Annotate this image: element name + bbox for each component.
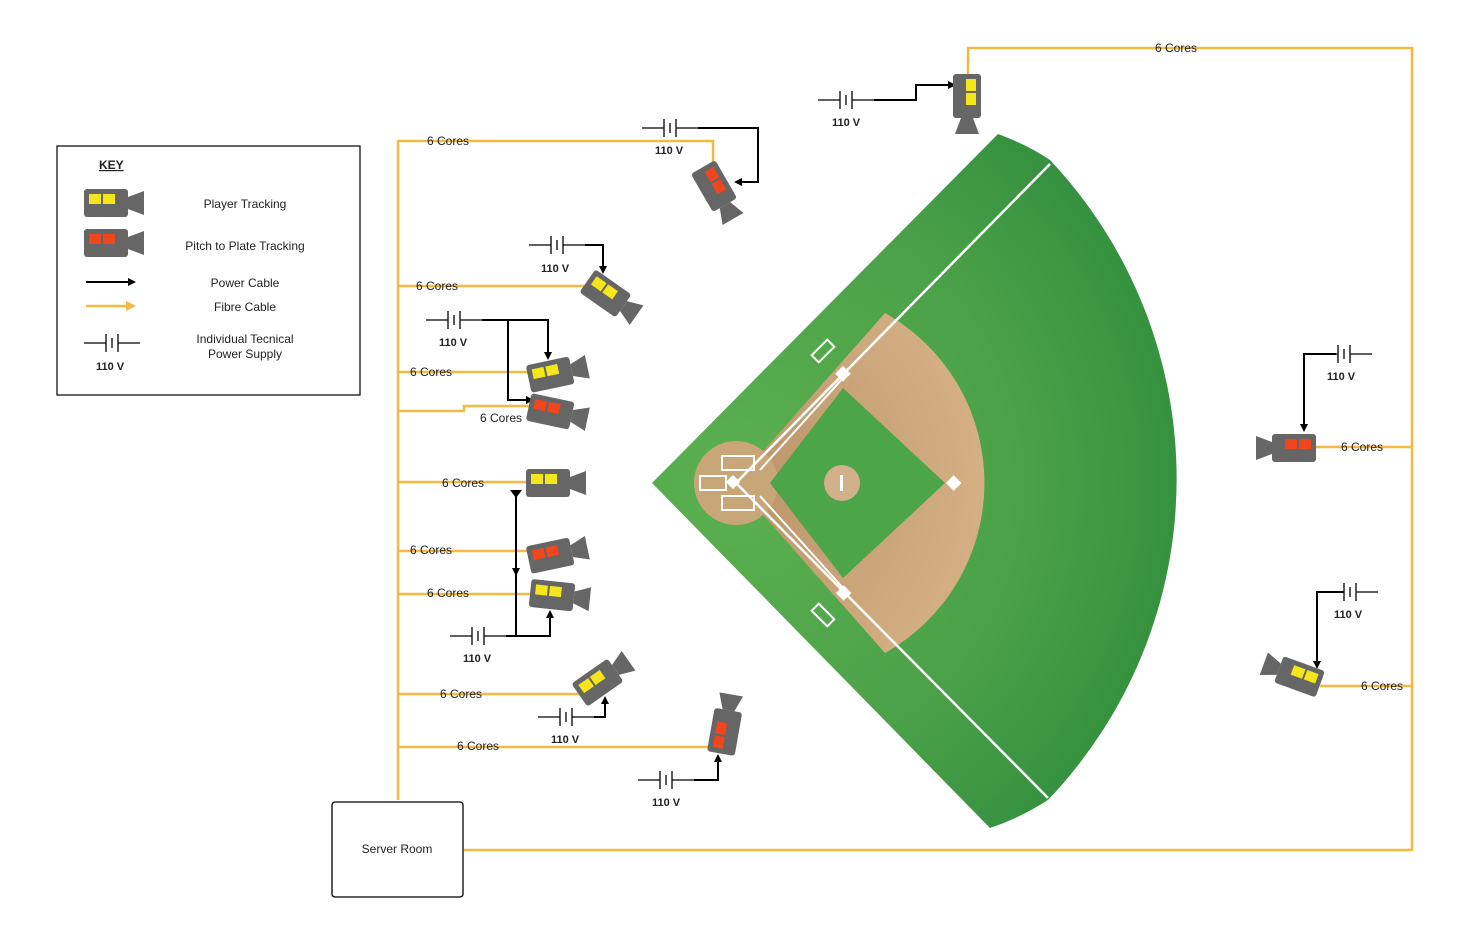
catcher-box — [699, 475, 727, 491]
player-tracking-camera-icon — [579, 269, 645, 327]
power-supply-icon — [528, 235, 586, 255]
fibre-label: 6 Cores — [442, 476, 484, 490]
pitch-tracking-camera-icon — [707, 692, 745, 756]
pitch-tracking-camera-icon — [525, 534, 591, 574]
fibre-label: 6 Cores — [480, 411, 522, 425]
power-supply-icon — [449, 626, 507, 646]
fibre-label: 6 Cores — [1361, 679, 1403, 693]
player-tracking-camera-icon — [571, 649, 637, 707]
player-tracking-camera-icon — [528, 578, 592, 614]
power-supply-icon — [641, 118, 699, 138]
fibre-cables — [396, 46, 1414, 852]
player-tracking-camera-icon — [953, 74, 981, 134]
legend-label: Power Cable — [211, 276, 280, 290]
fibre-label: 6 Cores — [416, 279, 458, 293]
legend: KEY Player Tracking Pitch to Plate Track… — [56, 145, 361, 396]
server-room: Server Room — [331, 801, 464, 898]
voltage-label: 110 V — [439, 337, 468, 349]
baseline — [759, 495, 844, 589]
legend-title: KEY — [99, 158, 124, 172]
player-tracking-camera-icon — [1259, 650, 1325, 698]
legend-label: Power Supply — [208, 347, 282, 361]
fibre-label: 6 Cores — [1341, 440, 1383, 454]
power-supply-icon — [537, 707, 595, 727]
fibre-label: 6 Cores — [427, 586, 469, 600]
pitch-tracking-camera-icon — [690, 160, 746, 226]
power-junction-arrow — [510, 490, 522, 498]
voltage-label: 110 V — [652, 797, 681, 809]
fibre-label: 6 Cores — [410, 365, 452, 379]
power-supply-icon — [1321, 582, 1379, 602]
fibre-labels: 6 Cores 6 Cores 6 Cores 6 Cores 6 Cores … — [410, 41, 1403, 753]
legend-label: Pitch to Plate Tracking — [185, 239, 304, 253]
baseline — [759, 377, 844, 471]
base-third — [835, 585, 852, 601]
voltage-label: 110 V — [832, 117, 861, 129]
foul-line-first — [735, 163, 1051, 484]
power-supply-icon — [1315, 344, 1373, 364]
fibre-label: 6 Cores — [440, 687, 482, 701]
cameras — [525, 74, 1325, 756]
batter-box — [721, 495, 755, 511]
fibre-label: 6 Cores — [457, 739, 499, 753]
foul-line-third — [735, 482, 1049, 799]
legend-voltage: 110 V — [96, 361, 125, 373]
voltage-label: 110 V — [551, 734, 580, 746]
server-room-label: Server Room — [362, 842, 433, 856]
pitch-tracking-camera-icon — [84, 229, 144, 257]
baseball-field — [652, 134, 1177, 828]
pitcher-rubber — [840, 475, 843, 491]
legend-label: Fibre Cable — [214, 300, 276, 314]
legend-label: Individual Tecnical — [196, 332, 293, 346]
fibre-label: 6 Cores — [427, 134, 469, 148]
power-supply-icon — [817, 90, 875, 110]
voltage-label: 110 V — [541, 263, 570, 275]
base-first — [835, 365, 851, 382]
home-plate — [725, 474, 741, 490]
voltage-label: 110 V — [463, 653, 492, 665]
pitch-tracking-camera-icon — [525, 393, 591, 433]
coach-box — [810, 602, 836, 628]
power-supplies: 110 V 110 V 110 V 110 V 110 V 110 V 110 … — [425, 90, 1379, 809]
pitch-tracking-camera-icon — [1256, 434, 1316, 462]
batter-box — [721, 455, 755, 471]
power-supply-icon — [637, 770, 695, 790]
player-tracking-camera-icon — [525, 353, 591, 393]
coach-box — [810, 338, 836, 364]
fibre-label: 6 Cores — [1155, 41, 1197, 55]
player-tracking-camera-icon — [84, 189, 144, 217]
player-tracking-camera-icon — [526, 469, 586, 497]
voltage-label: 110 V — [1334, 609, 1363, 621]
legend-label: Player Tracking — [204, 197, 287, 211]
voltage-label: 110 V — [655, 145, 684, 157]
fibre-label: 6 Cores — [410, 543, 452, 557]
power-supply-icon — [425, 310, 483, 330]
voltage-label: 110 V — [1327, 371, 1356, 383]
